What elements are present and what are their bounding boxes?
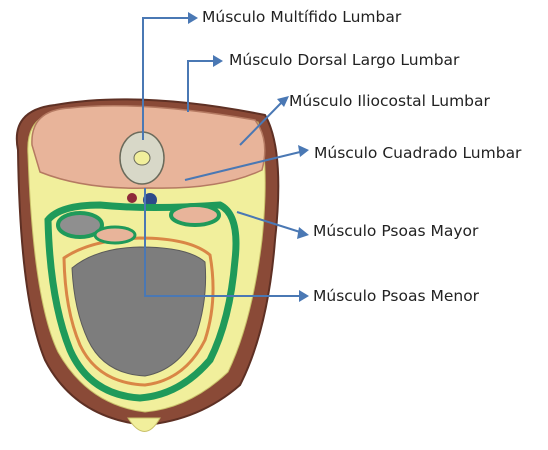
label-multifido: Músculo Multífido Lumbar [202, 10, 401, 26]
label-psoas-mayor: Músculo Psoas Mayor [313, 224, 478, 240]
arrowhead-dorsal-largo [213, 55, 223, 67]
arrowhead-cuadrado [298, 145, 309, 157]
arrowhead-multifido [188, 12, 198, 24]
arrowhead-psoas-mayor [297, 227, 309, 239]
arrowhead-psoas-menor [299, 290, 309, 302]
aorta [127, 193, 137, 203]
psoas-right [171, 205, 219, 225]
label-psoas-menor: Músculo Psoas Menor [313, 289, 479, 305]
psoas-minor [95, 227, 135, 243]
label-iliocostal: Músculo Iliocostal Lumbar [289, 94, 490, 110]
bottom-tip [128, 418, 160, 432]
spinal-canal [134, 151, 150, 165]
label-dorsal-largo: Músculo Dorsal Largo Lumbar [229, 53, 459, 69]
label-cuadrado: Músculo Cuadrado Lumbar [314, 146, 521, 162]
